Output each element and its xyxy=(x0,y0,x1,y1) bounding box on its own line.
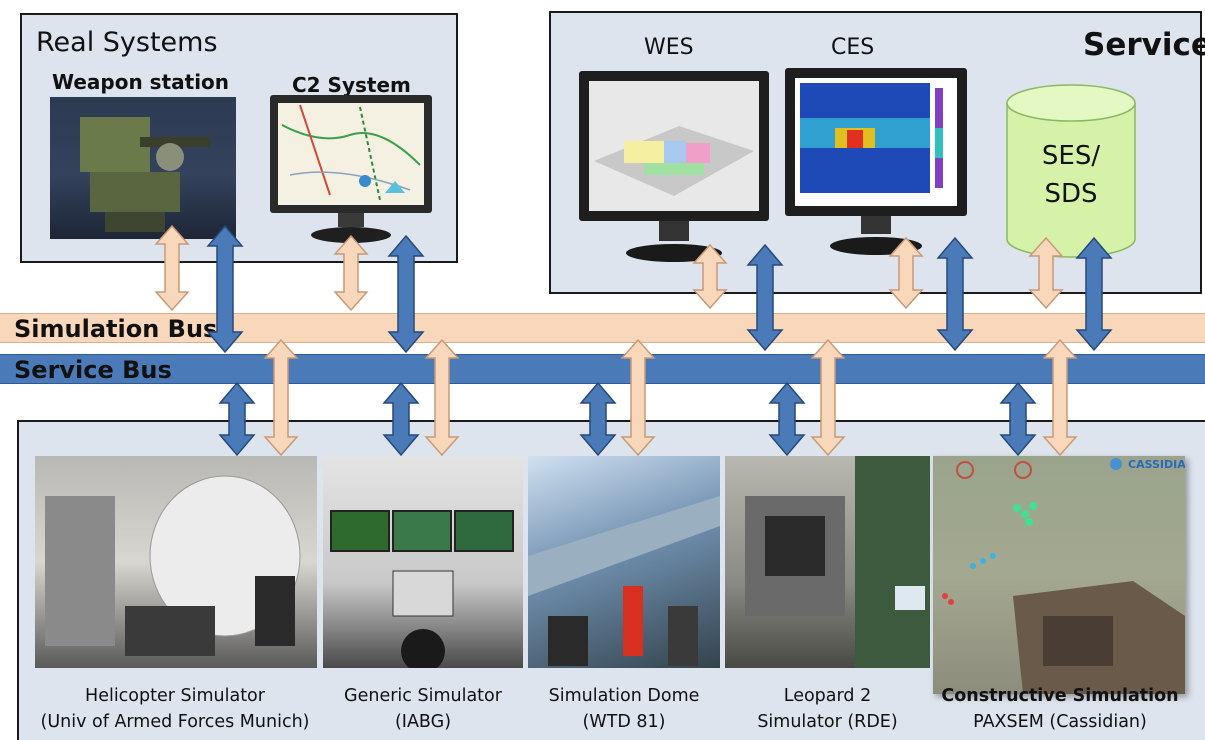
constructive-simulation-caption: Constructive Simulation PAXSEM (Cassidia… xyxy=(930,683,1190,735)
simulation-bus-label: Simulation Bus xyxy=(14,315,218,343)
ces-monitor xyxy=(785,68,967,258)
cassidian-logo: CASSIDIAN xyxy=(1128,458,1185,471)
simulation-bus: Simulation Bus xyxy=(0,313,1205,343)
services-title: Services xyxy=(1083,27,1205,63)
helicopter-simulator-photo xyxy=(35,456,317,668)
simulation-dome-photo xyxy=(528,456,720,668)
wes-label: WES xyxy=(644,35,694,60)
constructive-simulation-org: PAXSEM (Cassidian) xyxy=(973,712,1147,732)
helicopter-simulator-org: (Univ of Armed Forces Munich) xyxy=(40,712,310,732)
generic-simulator-caption: Generic Simulator (IABG) xyxy=(323,683,523,735)
service-bus-label: Service Bus xyxy=(14,356,172,384)
leopard-2-simulator-caption: Leopard 2 Simulator (RDE) xyxy=(725,683,930,735)
simulation-dome-title: Simulation Dome xyxy=(548,686,700,706)
weapon-station-photo xyxy=(50,97,236,239)
database-label-line2: SDS xyxy=(1044,179,1098,209)
c2-system-label: C2 System xyxy=(292,73,411,97)
generic-simulator-org: (IABG) xyxy=(394,712,452,732)
helicopter-simulator-title: Helicopter Simulator xyxy=(85,686,265,706)
wes-monitor xyxy=(579,71,769,266)
ses-sds-database: SES/ SDS xyxy=(1005,81,1137,261)
constructive-simulation-photo: CASSIDIAN xyxy=(933,456,1185,694)
weapon-station-illustration xyxy=(80,117,210,232)
real-systems-panel: Real Systems Weapon station C2 System xyxy=(20,13,458,263)
simulation-dome-org: (WTD 81) xyxy=(582,712,666,732)
leopard-2-simulator-org: Simulator (RDE) xyxy=(757,712,898,732)
c2-system-monitor xyxy=(270,95,432,245)
service-bus: Service Bus xyxy=(0,354,1205,384)
simulation-dome-caption: Simulation Dome (WTD 81) xyxy=(528,683,720,735)
ces-label: CES xyxy=(831,35,875,60)
services-panel: Services WES CES xyxy=(549,11,1205,294)
generic-simulator-photo xyxy=(323,456,523,668)
weapon-station-label: Weapon station xyxy=(52,70,230,94)
leopard-2-simulator-title: Leopard 2 xyxy=(783,686,872,706)
generic-simulator-title: Generic Simulator xyxy=(344,686,502,706)
constructive-simulation-title: Constructive Simulation xyxy=(941,686,1179,706)
database-label-line1: SES/ xyxy=(1041,141,1101,171)
leopard-2-simulator-photo xyxy=(725,456,930,668)
helicopter-simulator-caption: Helicopter Simulator (Univ of Armed Forc… xyxy=(10,683,340,735)
real-systems-title: Real Systems xyxy=(36,27,218,58)
